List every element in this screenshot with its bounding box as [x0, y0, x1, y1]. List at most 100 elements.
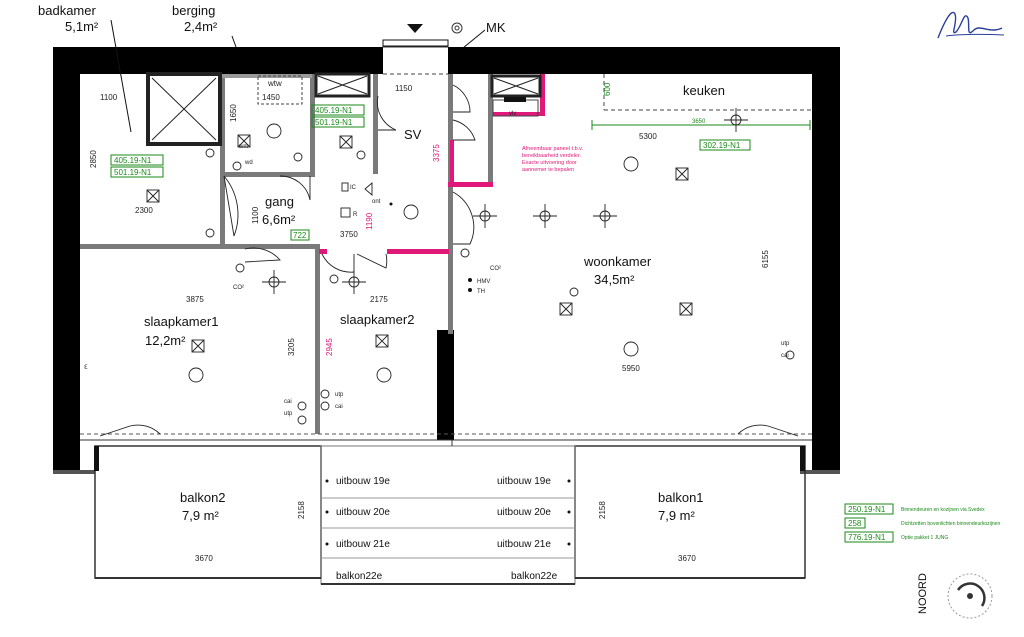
code-405-left: 405.19-N1: [114, 156, 152, 165]
wd-label: wd: [244, 160, 253, 166]
slaapkamer1-name: slaapkamer1: [144, 314, 218, 329]
uitbouw-right-2: uitbouw 21e: [497, 539, 551, 550]
dim-1150: 1150: [395, 84, 413, 93]
compass-label: NOORD: [917, 573, 929, 614]
socket-mark-1: ℇ: [84, 365, 88, 371]
uitbouw-left-0: uitbouw 19e: [336, 476, 390, 487]
gang-name: gang: [265, 194, 294, 209]
slaapkamer1-area: 12,2m²: [145, 333, 186, 348]
uitbouw-left-2: uitbouw 21e: [336, 539, 390, 550]
north-wall-left: [53, 47, 383, 74]
vlv-label: vlv: [509, 111, 516, 117]
dim-2300: 2300: [135, 206, 153, 215]
dim-2158a: 2158: [297, 501, 306, 519]
balcony-edge-left: [53, 470, 95, 474]
gang-area: 6,6m²: [262, 212, 296, 227]
legend-code-0: 250.19-N1: [848, 505, 886, 514]
balkon2-area: 7,9 m²: [182, 508, 220, 523]
utp-label-2: utp: [335, 392, 344, 398]
uitbouw-left-1: uitbouw 20e: [336, 507, 390, 518]
dimensions: 1100 2850 2300 1650 1450 1150 600 3650 5…: [89, 82, 770, 563]
code-501-mid: 501.19-N1: [315, 118, 353, 127]
balkon1-name: balkon1: [658, 490, 704, 505]
kitchen-counter: [591, 74, 812, 130]
dim-2945: 2945: [325, 338, 334, 356]
berging-leader: [231, 35, 237, 48]
code-405-mid: 405.19-N1: [315, 106, 353, 115]
entrance-arrow-icon: [407, 24, 423, 33]
dim-3375: 3375: [432, 144, 441, 162]
balconies: [80, 424, 812, 585]
dim-5300: 5300: [639, 132, 657, 141]
compass: NOORD: [917, 573, 993, 619]
dim-3875: 3875: [186, 295, 204, 304]
ont-label: ont: [372, 199, 381, 205]
dim-600: 600: [603, 82, 612, 96]
balkon2-name: balkon2: [180, 490, 226, 505]
entrance: [382, 22, 463, 75]
dim-1100a: 1100: [100, 93, 118, 102]
slaapkamer2-name: slaapkamer2: [340, 312, 414, 327]
west-wall: [53, 47, 80, 472]
light-fittings: [146, 134, 693, 353]
code-722: 722: [293, 231, 307, 240]
uitbouw-right-1: uitbouw 20e: [497, 507, 551, 518]
code-302: 302.19-N1: [703, 141, 741, 150]
room-labels: badkamer 5,1m² berging 2,4m² MK keuken S…: [38, 3, 725, 523]
th-label: TH: [477, 289, 485, 295]
utp-label-1: utp: [781, 341, 790, 347]
uitbouw-left-3: balkon22e: [336, 571, 383, 582]
symbol-labels: wm wd IC ont R CO² CO² HMV TH utp cai ut…: [84, 97, 790, 417]
woonkamer-area: 34,5m²: [594, 272, 635, 287]
dim-1450: 1450: [262, 93, 280, 102]
badkamer-name: badkamer: [38, 3, 96, 18]
legend-code-1: 258: [848, 519, 862, 528]
wall-outlets: [389, 202, 472, 292]
north-wall-right: [448, 47, 840, 74]
legend-text-1: Dichtzetten bovenlichten binnendeurkozij…: [901, 521, 1000, 527]
meter-icon: [451, 22, 463, 34]
woonkamer-name: woonkamer: [583, 254, 652, 269]
co2-label-1: CO²: [233, 285, 244, 291]
dim-2158b: 2158: [598, 501, 607, 519]
badkamer-area: 5,1m²: [65, 19, 99, 34]
signature: [937, 11, 1005, 39]
compass-center-icon: [967, 593, 973, 599]
dim-3670a: 3670: [195, 554, 213, 563]
pink-note: Afneembaar paneel t.b.v. bereikbaarheid …: [522, 146, 584, 173]
note-line-3: aannemer te bepalen: [522, 167, 574, 173]
spot-symbols: [262, 108, 748, 294]
compass-ring-icon: [947, 573, 993, 619]
walls: [53, 47, 840, 474]
balkon1-area: 7,9 m²: [658, 508, 696, 523]
badkamer-leader: [110, 19, 132, 133]
dim-3670b: 3670: [678, 554, 696, 563]
cai-label-1: cai: [781, 353, 789, 359]
note-line-0: Afneembaar paneel t.b.v.: [522, 146, 584, 152]
uitbouw-labels: uitbouw 19e uitbouw 20e uitbouw 21e balk…: [325, 476, 571, 582]
dim-3750: 3750: [340, 230, 358, 239]
berging-name: berging: [172, 3, 215, 18]
uitbouw-right-3: balkon22e: [511, 571, 558, 582]
legend-text-2: Optie pakket 1 JUNG: [901, 535, 948, 541]
compass-arc-icon: [956, 582, 986, 607]
doors: [223, 84, 476, 273]
wm-label: wm: [238, 144, 248, 150]
dim-1100b: 1100: [251, 206, 260, 224]
r-label: R: [353, 212, 358, 218]
dim-3205: 3205: [287, 338, 296, 356]
berging-area: 2,4m²: [184, 19, 218, 34]
dim-5950: 5950: [622, 364, 640, 373]
utp-label-3: utp: [284, 411, 293, 417]
option-codes: 405.19-N1 501.19-N1 405.19-N1 501.19-N1 …: [110, 104, 751, 241]
sv-name: SV: [404, 127, 422, 142]
dim-3650: 3650: [692, 119, 706, 125]
dim-1650: 1650: [229, 104, 238, 122]
legend-text-0: Binnendeuren en kozijnen via Svedex: [901, 507, 985, 513]
woonkamer-pillar: [437, 330, 454, 440]
east-wall: [812, 47, 840, 472]
dim-2175: 2175: [370, 295, 388, 304]
co2-label-2: CO²: [490, 266, 501, 272]
legend: 250.19-N1 Binnendeuren en kozijnen via S…: [844, 503, 1000, 543]
